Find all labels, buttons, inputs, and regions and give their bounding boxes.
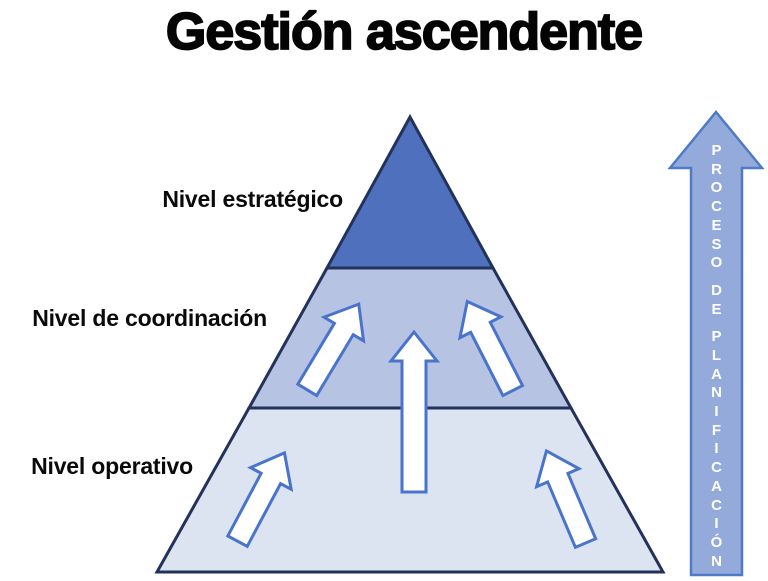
vertical-label-letter: A — [711, 365, 722, 383]
vertical-label-letter: I — [714, 515, 719, 533]
diagram-title: Gestión ascendente — [165, 2, 644, 62]
vertical-label-letter: C — [711, 496, 722, 514]
vertical-label-letter: D — [711, 281, 722, 299]
vertical-label-letter: C — [711, 198, 722, 216]
up-arrow-operative-right-icon — [534, 448, 598, 550]
vertical-label-letter: I — [714, 440, 719, 458]
vertical-label-letter: F — [711, 421, 722, 439]
vertical-label-letter: L — [711, 346, 722, 364]
vertical-label-letter: I — [714, 403, 719, 421]
vertical-label-letter: O — [710, 179, 723, 197]
vertical-label-letter: R — [711, 160, 722, 178]
pyramid-level-estrategico-shape — [324, 113, 496, 270]
vertical-label-letter: Ó — [710, 534, 723, 552]
label-nivel-coordinacion: Nivel de coordinación — [32, 305, 267, 331]
up-arrow-operative-left-icon — [225, 450, 294, 549]
vertical-label-letter: C — [711, 459, 722, 477]
vertical-label-letter: N — [711, 384, 722, 402]
vertical-label-letter: P — [711, 328, 722, 346]
up-arrow-coordination-left-icon — [295, 302, 366, 398]
vertical-label-letter: P — [711, 142, 722, 159]
process-side-arrow-icon — [667, 110, 765, 577]
label-nivel-operativo: Nivel operativo — [31, 453, 193, 479]
vertical-label-letter: O — [710, 254, 723, 272]
label-nivel-estrategico: Nivel estratégico — [162, 186, 343, 212]
vertical-label-letter: A — [711, 477, 722, 495]
up-arrow-coordination-right-icon — [457, 299, 525, 398]
vertical-label-letter: S — [711, 235, 722, 253]
vertical-label-letter: E — [711, 300, 722, 318]
up-arrow-center-icon — [387, 329, 441, 494]
vertical-label-letter: N — [711, 552, 722, 570]
vertical-label-letter: E — [711, 216, 722, 234]
